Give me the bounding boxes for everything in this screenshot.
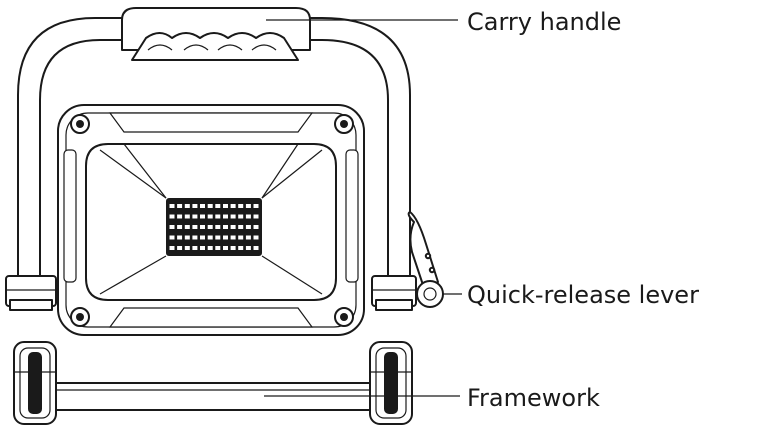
left-hinge-block — [5, 275, 57, 311]
framework-label: Framework — [467, 384, 600, 412]
led-dot — [177, 246, 183, 250]
led-dot — [184, 225, 190, 229]
led-dot — [215, 246, 221, 250]
led-dot — [184, 204, 190, 208]
led-dot — [200, 204, 205, 208]
led-dot — [238, 204, 244, 208]
led-dot — [245, 214, 251, 219]
led-dot — [207, 214, 213, 219]
led-dot — [169, 246, 175, 250]
led-dot — [238, 235, 244, 240]
led-dot — [200, 235, 205, 240]
led-dot — [184, 214, 190, 219]
carry-handle-label: Carry handle — [467, 8, 621, 36]
led-dot — [207, 225, 213, 229]
led-dot — [215, 214, 221, 219]
led-dot — [200, 214, 205, 219]
led-dot — [245, 246, 251, 250]
quick-release-lever — [407, 211, 444, 308]
led-dot — [169, 225, 175, 229]
led-dot — [215, 204, 221, 208]
led-dot — [230, 246, 236, 250]
led-dot — [207, 246, 213, 250]
led-dot — [230, 214, 236, 219]
led-dot — [215, 235, 221, 240]
led-dot — [230, 235, 236, 240]
carry-handle — [121, 7, 311, 61]
led-dot — [253, 246, 259, 250]
led-dot — [238, 246, 244, 250]
led-dot — [192, 214, 198, 219]
led-dot — [253, 204, 259, 208]
led-dot — [238, 225, 244, 229]
led-dot — [223, 246, 228, 250]
led-dot — [245, 225, 251, 229]
led-dot — [230, 225, 236, 229]
led-dot — [245, 235, 251, 240]
led-dot — [230, 204, 236, 208]
led-dot — [192, 235, 198, 240]
led-dot — [184, 235, 190, 240]
led-dot — [223, 225, 228, 229]
led-dot — [169, 235, 175, 240]
led-dot — [177, 214, 183, 219]
led-dot — [192, 246, 198, 250]
led-dot — [253, 235, 259, 240]
led-dot — [192, 225, 198, 229]
led-panel — [166, 198, 262, 256]
led-dot — [253, 214, 259, 219]
led-dot — [223, 204, 228, 208]
led-dot — [169, 204, 175, 208]
right-hinge-block — [371, 275, 417, 311]
led-dot — [177, 225, 183, 229]
callout-leaders — [264, 19, 462, 397]
led-dot — [238, 214, 244, 219]
led-dot — [200, 225, 205, 229]
right-wheel — [369, 341, 413, 425]
led-dot — [192, 204, 198, 208]
led-dot — [207, 235, 213, 240]
led-dot-grid — [169, 204, 259, 250]
led-dot — [200, 246, 205, 250]
led-dot — [207, 204, 213, 208]
led-dot — [245, 204, 251, 208]
quick-release-lever-label: Quick-release lever — [467, 281, 699, 309]
led-dot — [215, 225, 221, 229]
left-wheel — [13, 341, 57, 425]
led-dot — [169, 214, 175, 219]
led-dot — [177, 204, 183, 208]
led-dot — [253, 225, 259, 229]
led-dot — [184, 246, 190, 250]
led-dot — [223, 214, 228, 219]
led-dot — [223, 235, 228, 240]
housing-corner-screws — [70, 114, 354, 327]
led-dot — [177, 235, 183, 240]
